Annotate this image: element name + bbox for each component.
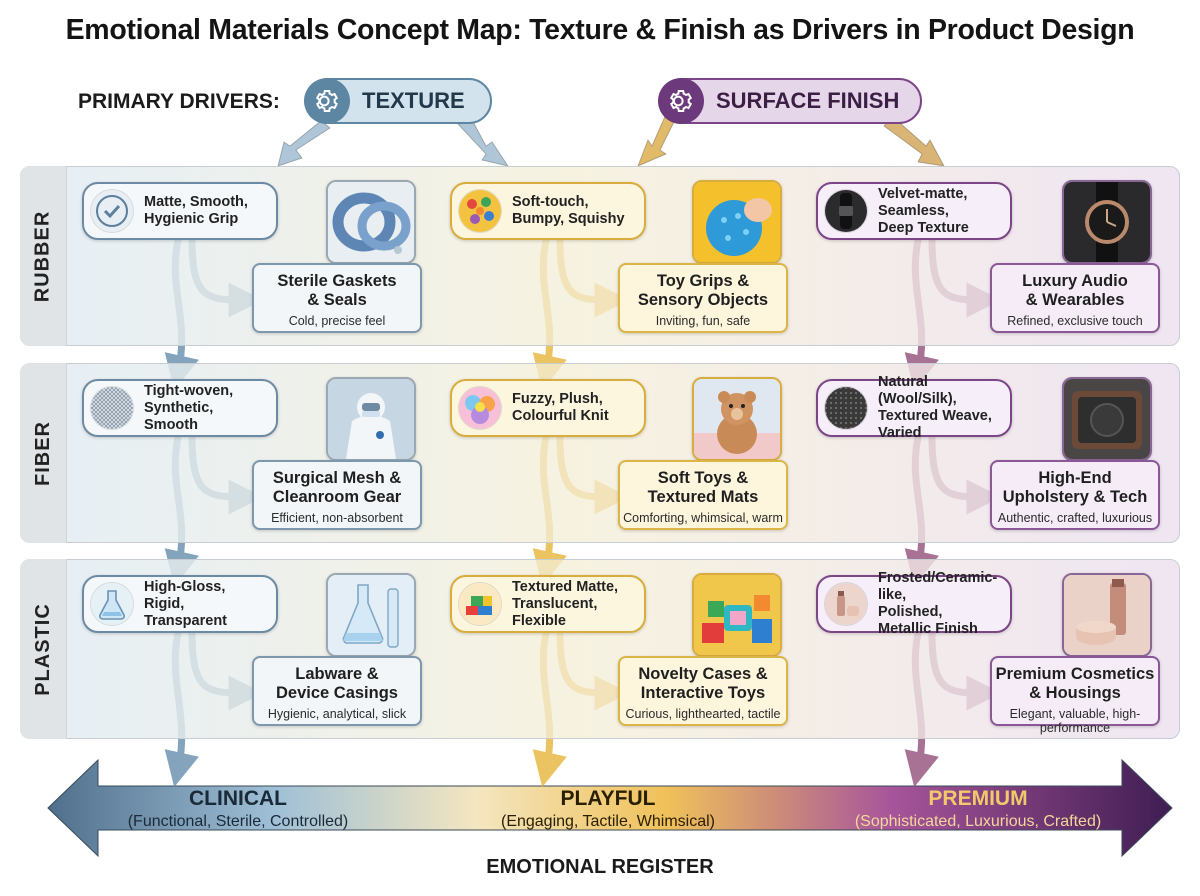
- outcome-feel: Elegant, valuable, high-performance: [1009, 707, 1141, 735]
- register-clinical: CLINICAL (Functional, Sterile, Controlle…: [88, 787, 388, 831]
- gear-icon: [304, 78, 350, 124]
- driver-finish-label: SURFACE FINISH: [716, 88, 900, 113]
- attribute-pill[interactable]: Velvet-matte, Seamless, Deep Texture: [816, 182, 1012, 240]
- register-clinical-desc: (Functional, Sterile, Controlled): [127, 813, 349, 830]
- outcome-title: High-End Upholstery & Tech: [1002, 469, 1148, 506]
- row-label-text: PLASTIC: [31, 602, 54, 696]
- cosmetic-bottle-icon: [824, 582, 868, 626]
- axis-label: EMOTIONAL REGISTER: [486, 856, 714, 878]
- attribute-pill[interactable]: Fuzzy, Plush, Colourful Knit: [450, 379, 646, 437]
- register-premium: PREMIUM (Sophisticated, Luxurious, Craft…: [828, 787, 1128, 831]
- cosmetics-image: [1062, 573, 1152, 657]
- driver-surface-finish[interactable]: SURFACE FINISH: [658, 78, 922, 124]
- register-premium-name: PREMIUM: [928, 787, 1028, 810]
- row-label-text: FIBER: [31, 420, 54, 486]
- outcome-feel: Cold, precise feel: [288, 314, 386, 328]
- row-label: FIBER: [20, 363, 67, 543]
- outcome-title: Soft Toys & Textured Mats: [647, 469, 759, 506]
- gear-icon: [658, 78, 704, 124]
- attribute-pill[interactable]: Matte, Smooth, Hygienic Grip: [82, 182, 278, 240]
- attribute-pill[interactable]: Soft-touch, Bumpy, Squishy: [450, 182, 646, 240]
- row-label: RUBBER: [20, 166, 67, 346]
- outcome-title: Premium Cosmetics & Housings: [995, 665, 1155, 702]
- primary-drivers-label: PRIMARY DRIVERS:: [78, 90, 280, 113]
- labware-image: [326, 573, 416, 657]
- attribute-pill[interactable]: Textured Matte, Translucent, Flexible: [450, 575, 646, 633]
- attribute-text: Velvet-matte, Seamless, Deep Texture: [878, 185, 969, 236]
- speaker-image: [1062, 377, 1152, 461]
- certified-badge-icon: [90, 189, 134, 233]
- outcome-title: Novelty Cases & Interactive Toys: [638, 665, 768, 702]
- emotional-register-arrow: [47, 758, 1173, 858]
- sensory-ball-image: [692, 180, 782, 264]
- row-label-text: RUBBER: [31, 210, 54, 302]
- register-playful-name: PLAYFUL: [560, 787, 656, 810]
- arrow-finish-playful: [637, 113, 677, 167]
- attribute-text: Frosted/Ceramic-like, Polished, Metallic…: [878, 570, 998, 637]
- outcome-feel: Refined, exclusive touch: [1007, 314, 1143, 328]
- attribute-text: Matte, Smooth, Hygienic Grip: [144, 194, 248, 227]
- outcome-title: Toy Grips & Sensory Objects: [637, 272, 769, 309]
- gasket-rings-image: [326, 180, 416, 264]
- driver-texture[interactable]: TEXTURE: [304, 78, 492, 124]
- attribute-text: Fuzzy, Plush, Colourful Knit: [512, 391, 609, 424]
- attribute-pill[interactable]: Tight-woven, Synthetic, Smooth: [82, 379, 278, 437]
- outcome-feel: Inviting, fun, safe: [655, 314, 751, 328]
- row-label: PLASTIC: [20, 559, 67, 739]
- attribute-text: Tight-woven, Synthetic, Smooth: [144, 382, 234, 433]
- spiky-ball-icon: [458, 189, 502, 233]
- attribute-text: High-Gloss, Rigid, Transparent: [144, 578, 227, 629]
- outcome-feel: Authentic, crafted, luxurious: [997, 511, 1153, 525]
- outcome-title: Luxury Audio & Wearables: [1022, 272, 1128, 309]
- outcome-feel: Efficient, non-absorbent: [271, 511, 403, 525]
- luxury-watch-image: [1062, 180, 1152, 264]
- page-title: Emotional Materials Concept Map: Texture…: [65, 14, 1135, 46]
- arrow-finish-premium: [883, 115, 945, 167]
- register-playful: PLAYFUL (Engaging, Tactile, Whimsical): [458, 787, 758, 831]
- arrow-texture-playful: [457, 115, 510, 167]
- attribute-pill[interactable]: High-Gloss, Rigid, Transparent: [82, 575, 278, 633]
- outcome-feel: Comforting, whimsical, warm: [623, 511, 783, 525]
- outcome-title: Surgical Mesh & Cleanroom Gear: [272, 469, 402, 506]
- attribute-text: Textured Matte, Translucent, Flexible: [512, 578, 619, 629]
- cleanroom-suit-image: [326, 377, 416, 461]
- toy-blocks-image: [692, 573, 782, 657]
- teddy-bear-image: [692, 377, 782, 461]
- register-playful-desc: (Engaging, Tactile, Whimsical): [500, 813, 715, 830]
- register-clinical-name: CLINICAL: [189, 787, 287, 810]
- watch-strap-icon: [824, 189, 868, 233]
- yarn-ball-icon: [458, 386, 502, 430]
- attribute-pill[interactable]: Natural (Wool/Silk), Textured Weave, Var…: [816, 374, 1012, 441]
- attribute-text: Soft-touch, Bumpy, Squishy: [512, 194, 625, 227]
- outcome-title: Labware & Device Casings: [276, 665, 398, 702]
- register-premium-desc: (Sophisticated, Luxurious, Crafted): [854, 813, 1102, 830]
- woven-mesh-icon: [90, 386, 134, 430]
- weave-texture-icon: [824, 386, 868, 430]
- outcome-title: Sterile Gaskets & Seals: [277, 272, 397, 309]
- arrow-texture-clinical: [277, 117, 331, 167]
- attribute-text: Natural (Wool/Silk), Textured Weave, Var…: [878, 374, 992, 441]
- outcome-feel: Hygienic, analytical, slick: [267, 707, 407, 721]
- flask-icon: [90, 582, 134, 626]
- driver-texture-label: TEXTURE: [362, 88, 465, 113]
- outcome-feel: Curious, lighthearted, tactile: [625, 707, 781, 721]
- building-blocks-icon: [458, 582, 502, 626]
- attribute-pill[interactable]: Frosted/Ceramic-like, Polished, Metallic…: [816, 570, 1012, 637]
